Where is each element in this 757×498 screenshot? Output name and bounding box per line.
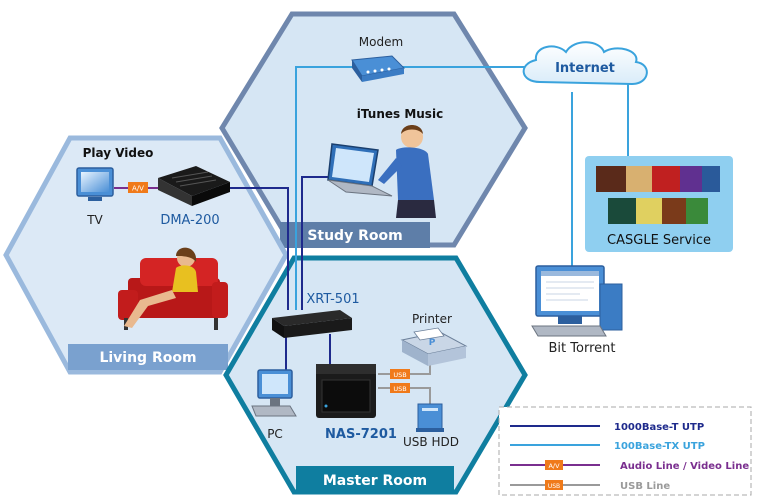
legend-usb-tag bbox=[545, 480, 563, 490]
usb-tag-hdd-label: USB bbox=[393, 385, 406, 393]
living-room-banner bbox=[68, 344, 228, 370]
legend-label-1000base: 1000Base-T UTP bbox=[614, 422, 704, 433]
itunes-label: iTunes Music bbox=[357, 107, 443, 121]
nas-7201-icon bbox=[316, 364, 376, 418]
casgle-service-panel bbox=[585, 156, 733, 252]
bit-torrent-label: Bit Torrent bbox=[549, 341, 616, 356]
legend-av-tag bbox=[545, 460, 563, 470]
dma-200-icon bbox=[158, 166, 230, 206]
legend-box bbox=[498, 406, 752, 496]
legend-label-usb: USB Line bbox=[620, 481, 670, 492]
study-room-banner bbox=[280, 222, 430, 248]
internet-cloud-icon bbox=[522, 41, 648, 86]
casgle-thumbnails bbox=[596, 166, 720, 224]
legend-label-audio-video: Audio Line / Video Line bbox=[620, 461, 749, 472]
tv-label: TV bbox=[86, 213, 103, 227]
sofa-person-icon bbox=[118, 247, 228, 330]
study-room-label: Study Room bbox=[307, 228, 402, 244]
xrt-501-router-icon bbox=[272, 310, 352, 338]
modem-icon bbox=[351, 55, 406, 82]
usb-tag-printer: USB bbox=[390, 369, 410, 379]
study-room-hexagon: Study Room bbox=[219, 11, 528, 248]
living-room-hexagon: Living Room bbox=[3, 135, 289, 375]
pc-icon bbox=[251, 369, 297, 417]
legend: 1000Base-T UTP 100Base-TX UTP A/V Audio … bbox=[498, 406, 752, 496]
usb-tag-hdd: USB bbox=[390, 383, 410, 393]
master-room-banner bbox=[296, 466, 454, 492]
legend-usb-tag-label: USB bbox=[548, 483, 560, 490]
legend-label-100base: 100Base-TX UTP bbox=[614, 441, 705, 452]
laptop-icon bbox=[327, 143, 393, 197]
bit-torrent-pc-icon bbox=[531, 265, 623, 337]
laptop-to-router-line bbox=[301, 176, 330, 310]
nas-7201-label: NAS-7201 bbox=[325, 427, 397, 442]
living-room-label: Living Room bbox=[99, 350, 196, 366]
usb-tag-printer-label: USB bbox=[393, 371, 406, 379]
dma-200-label: DMA-200 bbox=[160, 213, 219, 228]
casgle-service-label: CASGLE Service bbox=[607, 233, 711, 248]
usb-hdd-label: USB HDD bbox=[403, 435, 459, 449]
pc-label: PC bbox=[267, 427, 283, 441]
xrt-501-label: XRT-501 bbox=[306, 292, 359, 307]
svg-text:P: P bbox=[429, 338, 436, 348]
legend-av-tag-label: A/V bbox=[548, 462, 560, 470]
modem-label: Modem bbox=[359, 35, 403, 49]
master-room-label: Master Room bbox=[323, 473, 427, 489]
printer-icon: P bbox=[400, 327, 468, 366]
av-tag: A/V bbox=[128, 182, 148, 193]
play-video-label: Play Video bbox=[83, 146, 154, 160]
modem-to-router-line bbox=[295, 66, 355, 310]
av-tag-label: A/V bbox=[132, 185, 144, 193]
person-icon bbox=[378, 125, 436, 218]
printer-label: Printer bbox=[412, 312, 452, 326]
usb-hdd-icon bbox=[416, 403, 444, 432]
internet-label: Internet bbox=[555, 61, 615, 76]
tv-icon bbox=[76, 167, 114, 201]
dma-to-router-line bbox=[228, 187, 289, 310]
